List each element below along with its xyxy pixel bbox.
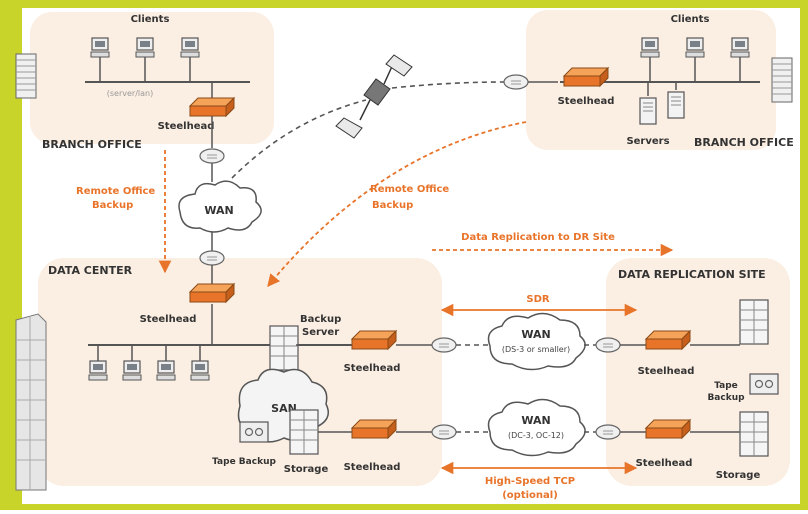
right-client-pc-icon (640, 37, 660, 58)
dc-lower-router-icon (431, 424, 457, 440)
dr-tape-backup-icon (749, 373, 779, 395)
wan-upper-sub-label: (DS-3 or smaller) (502, 345, 570, 354)
steelhead-dc-upper-icon (351, 330, 397, 350)
dr-steelhead-lower-label: Steelhead (636, 458, 693, 469)
dc-storage-label: Storage (284, 464, 329, 475)
dc-upper-router-icon (431, 337, 457, 353)
data-center-panel (38, 258, 442, 486)
high-speed-label-line1: High-Speed TCP (485, 476, 575, 487)
dc-tape-backup-icon (239, 421, 269, 443)
left-backup-label-line1: Remote Office (76, 186, 155, 197)
dr-upper-router-icon (595, 337, 621, 353)
branch-office-left-panel (30, 12, 274, 144)
dc-client-pc-icon (88, 360, 108, 381)
dc-steelhead-upper-label: Steelhead (344, 363, 401, 374)
left-branch-office-label: BRANCH OFFICE (42, 138, 142, 151)
server-stack-right-icon (771, 57, 793, 103)
high-speed-label-line2: (optional) (502, 490, 558, 501)
left-steelhead-label: Steelhead (158, 121, 215, 132)
dr-tape-label-line2: Backup (707, 393, 745, 403)
wan-lower-sub-label: (DC-3, OC-12) (508, 431, 564, 440)
right-client-pc-icon (730, 37, 750, 58)
steelhead-left-branch-icon (189, 97, 235, 117)
center-backup-arrow (267, 121, 527, 287)
branch-office-right-panel (526, 10, 776, 150)
replication-label: Data Replication to DR Site (461, 232, 615, 243)
dr-site-label: DATA REPLICATION SITE (618, 268, 766, 281)
wan-lower-label: WAN (521, 414, 550, 427)
dc-steelhead-top-label: Steelhead (140, 314, 197, 325)
right-router-icon (503, 74, 529, 90)
satellite-link-left (231, 99, 367, 179)
wan-upper-cloud-icon (487, 312, 586, 371)
center-backup-label-line2: Backup (372, 200, 413, 211)
steelhead-dc-lower-icon (351, 419, 397, 439)
steelhead-dr-upper-icon (645, 330, 691, 350)
left-lan-label: (server/lan) (107, 89, 153, 98)
backup-server-label-line2: Server (302, 327, 339, 338)
dc-client-pc-icon (122, 360, 142, 381)
server-stack-left-icon (15, 53, 37, 99)
backup-server-icon (269, 325, 299, 371)
left-router-icon (199, 148, 225, 164)
right-client-pc-icon (685, 37, 705, 58)
dr-tape-label-line1: Tape (714, 381, 738, 391)
dr-storage-upper-icon (739, 299, 769, 345)
center-backup-label-line1: Remote Office (370, 184, 449, 195)
right-branch-office-label: BRANCH OFFICE (694, 136, 794, 149)
wan-upper-label: WAN (521, 328, 550, 341)
left-client-pc-icon (90, 37, 110, 58)
backup-server-label-line1: Backup (300, 314, 341, 325)
dc-client-pc-icon (156, 360, 176, 381)
dr-steelhead-upper-label: Steelhead (638, 366, 695, 377)
right-servers-label: Servers (626, 136, 669, 147)
left-clients-label: Clients (131, 14, 170, 25)
right-server-icon (667, 91, 685, 119)
wan-lower-cloud-icon (487, 398, 586, 457)
right-steelhead-label: Steelhead (558, 96, 615, 107)
dr-storage-lower-icon (739, 411, 769, 457)
wan-main-cloud-icon (178, 180, 262, 233)
left-backup-label-line2: Backup (92, 200, 133, 211)
office-building-icon (15, 313, 47, 491)
dc-router-top-icon (199, 250, 225, 266)
right-server-icon (639, 97, 657, 125)
sdr-label: SDR (526, 294, 550, 305)
satellite-link-right (391, 81, 505, 89)
left-client-pc-icon (135, 37, 155, 58)
dc-tape-label: Tape Backup (212, 457, 276, 467)
wan-main-label: WAN (204, 204, 233, 217)
left-client-pc-icon (180, 37, 200, 58)
dc-storage-icon (289, 409, 319, 455)
satellite-icon (335, 54, 413, 139)
dr-storage-label: Storage (716, 470, 761, 481)
steelhead-dr-lower-icon (645, 419, 691, 439)
steelhead-right-branch-icon (563, 67, 609, 87)
dc-client-pc-icon (190, 360, 210, 381)
dc-steelhead-lower-label: Steelhead (344, 462, 401, 473)
steelhead-dc-top-icon (189, 283, 235, 303)
data-center-label: DATA CENTER (48, 264, 133, 277)
dr-lower-router-icon (595, 424, 621, 440)
right-clients-label: Clients (671, 14, 710, 25)
